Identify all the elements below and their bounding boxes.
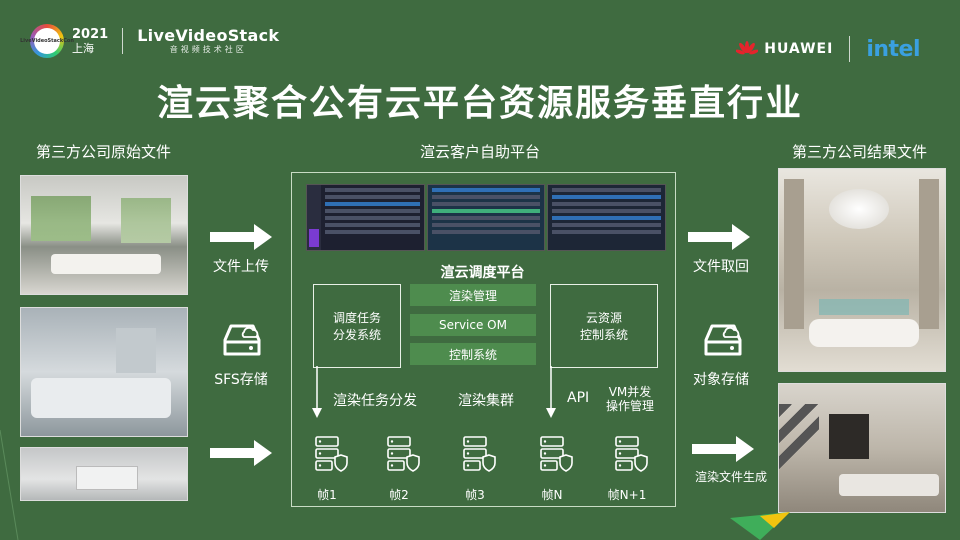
- brand-subtitle: 音视频技术社区: [169, 45, 247, 54]
- event-city: 上海: [72, 42, 94, 55]
- page-title: 渲云聚合公有云平台资源服务垂直行业: [156, 83, 803, 124]
- right-heading: 第三方公司结果文件: [792, 143, 928, 161]
- render-management-box: 渲染管理: [410, 284, 536, 306]
- logo-divider: [122, 28, 124, 54]
- upload-label: 文件上传: [213, 259, 269, 275]
- frame-label: 帧1: [317, 488, 337, 502]
- frame-label: 帧2: [389, 488, 409, 502]
- render-cluster-label: 渲染集群: [458, 393, 514, 409]
- sfs-storage-icon: [223, 324, 261, 356]
- conference-circle-logo: LiveVideoStackCon: [20, 24, 74, 58]
- result-render-photo-1: [778, 168, 946, 372]
- generate-label: 渲染文件生成: [694, 470, 767, 484]
- object-storage-icon: [704, 324, 742, 356]
- partner-logos: HUAWEI intel: [736, 36, 920, 62]
- service-om-box: Service OM: [410, 314, 536, 336]
- control-system-box: 控制系统: [410, 343, 536, 365]
- intel-logo: intel: [866, 36, 920, 62]
- render-server-icon: [387, 436, 420, 472]
- upload-arrow-icon: [210, 224, 272, 250]
- event-logo: LiveVideoStackCon 2021 上海 LiveVideoStack…: [20, 24, 280, 58]
- generate-arrow-icon: [692, 436, 754, 462]
- platform-screenshot-1: [306, 184, 425, 251]
- center-heading: 渲云客户自助平台: [420, 143, 541, 161]
- render-server-icon: [315, 436, 348, 472]
- sfs-storage-label: SFS存储: [214, 372, 268, 388]
- huawei-text: HUAWEI: [764, 41, 834, 57]
- decorative-line-shape: [0, 430, 19, 540]
- decorative-triangle-shape: [730, 512, 790, 540]
- dispatch-system-box: 调度任务 分发系统: [313, 284, 401, 368]
- render-server-icon: [615, 436, 648, 472]
- huawei-petal-icon: [736, 41, 759, 55]
- self-service-platform-frame: [291, 172, 676, 507]
- brand-name: LiveVideoStack: [137, 26, 280, 45]
- source-render-photo-3: [20, 447, 188, 501]
- schedule-platform-title: 渲云调度平台: [440, 265, 525, 281]
- vm-management-label: VM并发 操作管理: [606, 385, 655, 413]
- retrieve-arrow-icon: [688, 224, 750, 250]
- frame-label: 帧N: [541, 488, 563, 502]
- source-render-photo-1: [20, 175, 188, 295]
- cloud-resource-box: 云资源 控制系统: [550, 284, 658, 368]
- task-dispatch-label: 渲染任务分发: [333, 393, 417, 409]
- input-arrow-icon: [210, 440, 272, 466]
- platform-screenshot-3: [547, 184, 666, 251]
- platform-screenshot-2: [427, 184, 545, 251]
- left-heading: 第三方公司原始文件: [36, 143, 172, 161]
- frame-label: 帧N+1: [607, 488, 647, 502]
- circle-logo-text: LiveVideoStackCon: [20, 28, 74, 54]
- retrieve-label: 文件取回: [693, 259, 749, 275]
- render-server-icon: [540, 436, 573, 472]
- render-server-icon: [463, 436, 496, 472]
- source-render-photo-2: [20, 307, 188, 437]
- api-label: API: [567, 390, 590, 406]
- huawei-logo: HUAWEI: [736, 40, 833, 58]
- result-render-photo-2: [778, 383, 946, 513]
- object-storage-label: 对象存储: [693, 372, 749, 388]
- event-year: 2021: [72, 27, 109, 42]
- frame-label: 帧3: [465, 488, 485, 502]
- dispatch-down-arrow-icon: [312, 366, 322, 418]
- resource-down-arrow-icon: [546, 366, 556, 418]
- partner-divider: [849, 36, 851, 62]
